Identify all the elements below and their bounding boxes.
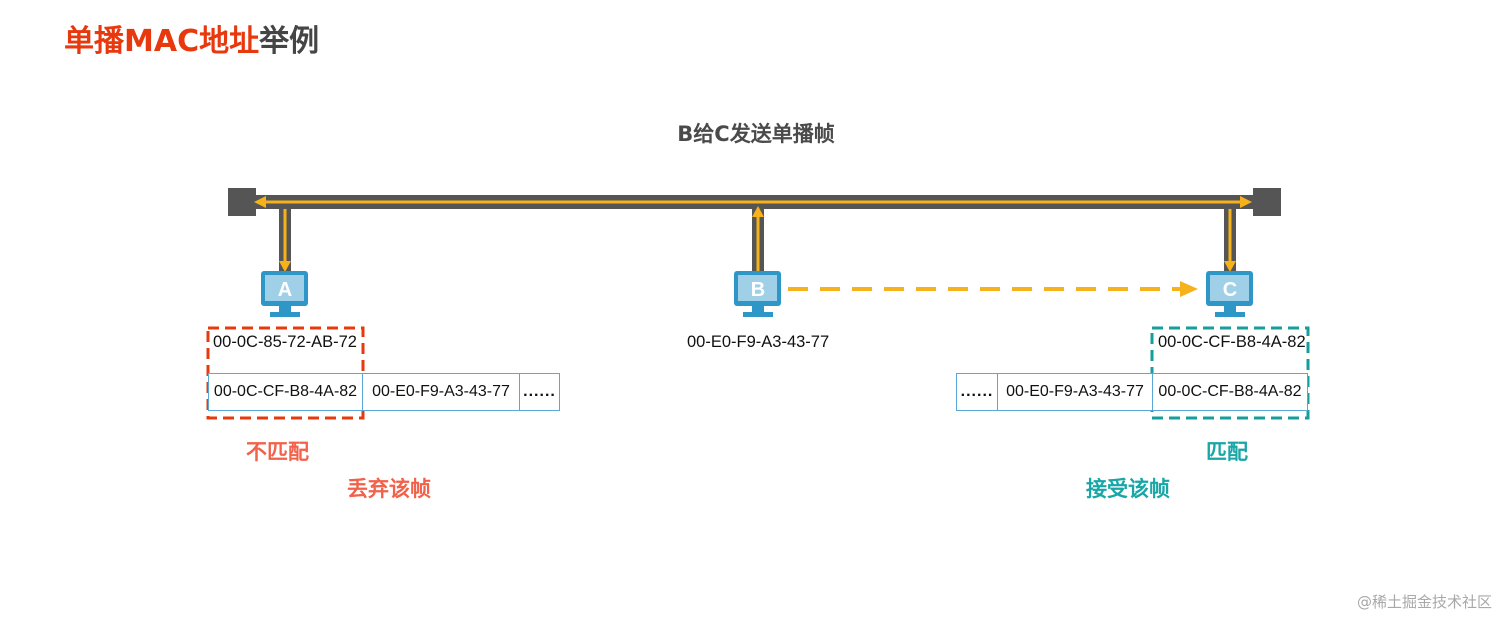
- frame-a-dest-cell: 00-0C-CF-B8-4A-82: [208, 373, 363, 411]
- page-title: 单播MAC地址举例: [64, 16, 319, 60]
- frame-a-src-cell: 00-E0-F9-A3-43-77: [362, 373, 520, 411]
- frame-c-more-cell: ......: [956, 373, 998, 411]
- drop-cable-b: [752, 206, 764, 271]
- bus-signal-arrow: [254, 196, 1252, 208]
- mismatch-label: 不匹配: [246, 440, 309, 464]
- frame-a-more-cell: ......: [519, 373, 560, 411]
- match-label: 匹配: [1206, 440, 1248, 464]
- title-rest: 举例: [259, 24, 320, 59]
- computer-c-label: C: [1223, 279, 1237, 301]
- computer-b-label: B: [751, 279, 765, 301]
- frame-c-dest-cell: 00-0C-CF-B8-4A-82: [1152, 373, 1308, 411]
- computer-a-label: A: [278, 279, 292, 301]
- title-highlight: 单播MAC地址: [64, 24, 260, 59]
- accept-frame-label: 接受该帧: [1086, 477, 1170, 501]
- host-a-mac: 00-0C-85-72-AB-72: [213, 333, 357, 351]
- computer-a-icon: A: [261, 271, 308, 317]
- computer-b-icon: B: [734, 271, 781, 317]
- discard-frame-label: 丢弃该帧: [347, 477, 431, 501]
- drop-cable-a: [279, 209, 291, 272]
- host-c-mac: 00-0C-CF-B8-4A-82: [1158, 333, 1306, 351]
- frame-c-src-cell: 00-E0-F9-A3-43-77: [997, 373, 1153, 411]
- computer-c-icon: C: [1206, 271, 1253, 317]
- watermark: @稀土掘金技术社区: [1356, 593, 1492, 611]
- host-b-mac: 00-E0-F9-A3-43-77: [687, 333, 830, 351]
- drop-cable-c: [1224, 209, 1236, 272]
- diagram-subtitle: B给C发送单播帧: [677, 122, 835, 146]
- unicast-path-arrow: [788, 281, 1198, 297]
